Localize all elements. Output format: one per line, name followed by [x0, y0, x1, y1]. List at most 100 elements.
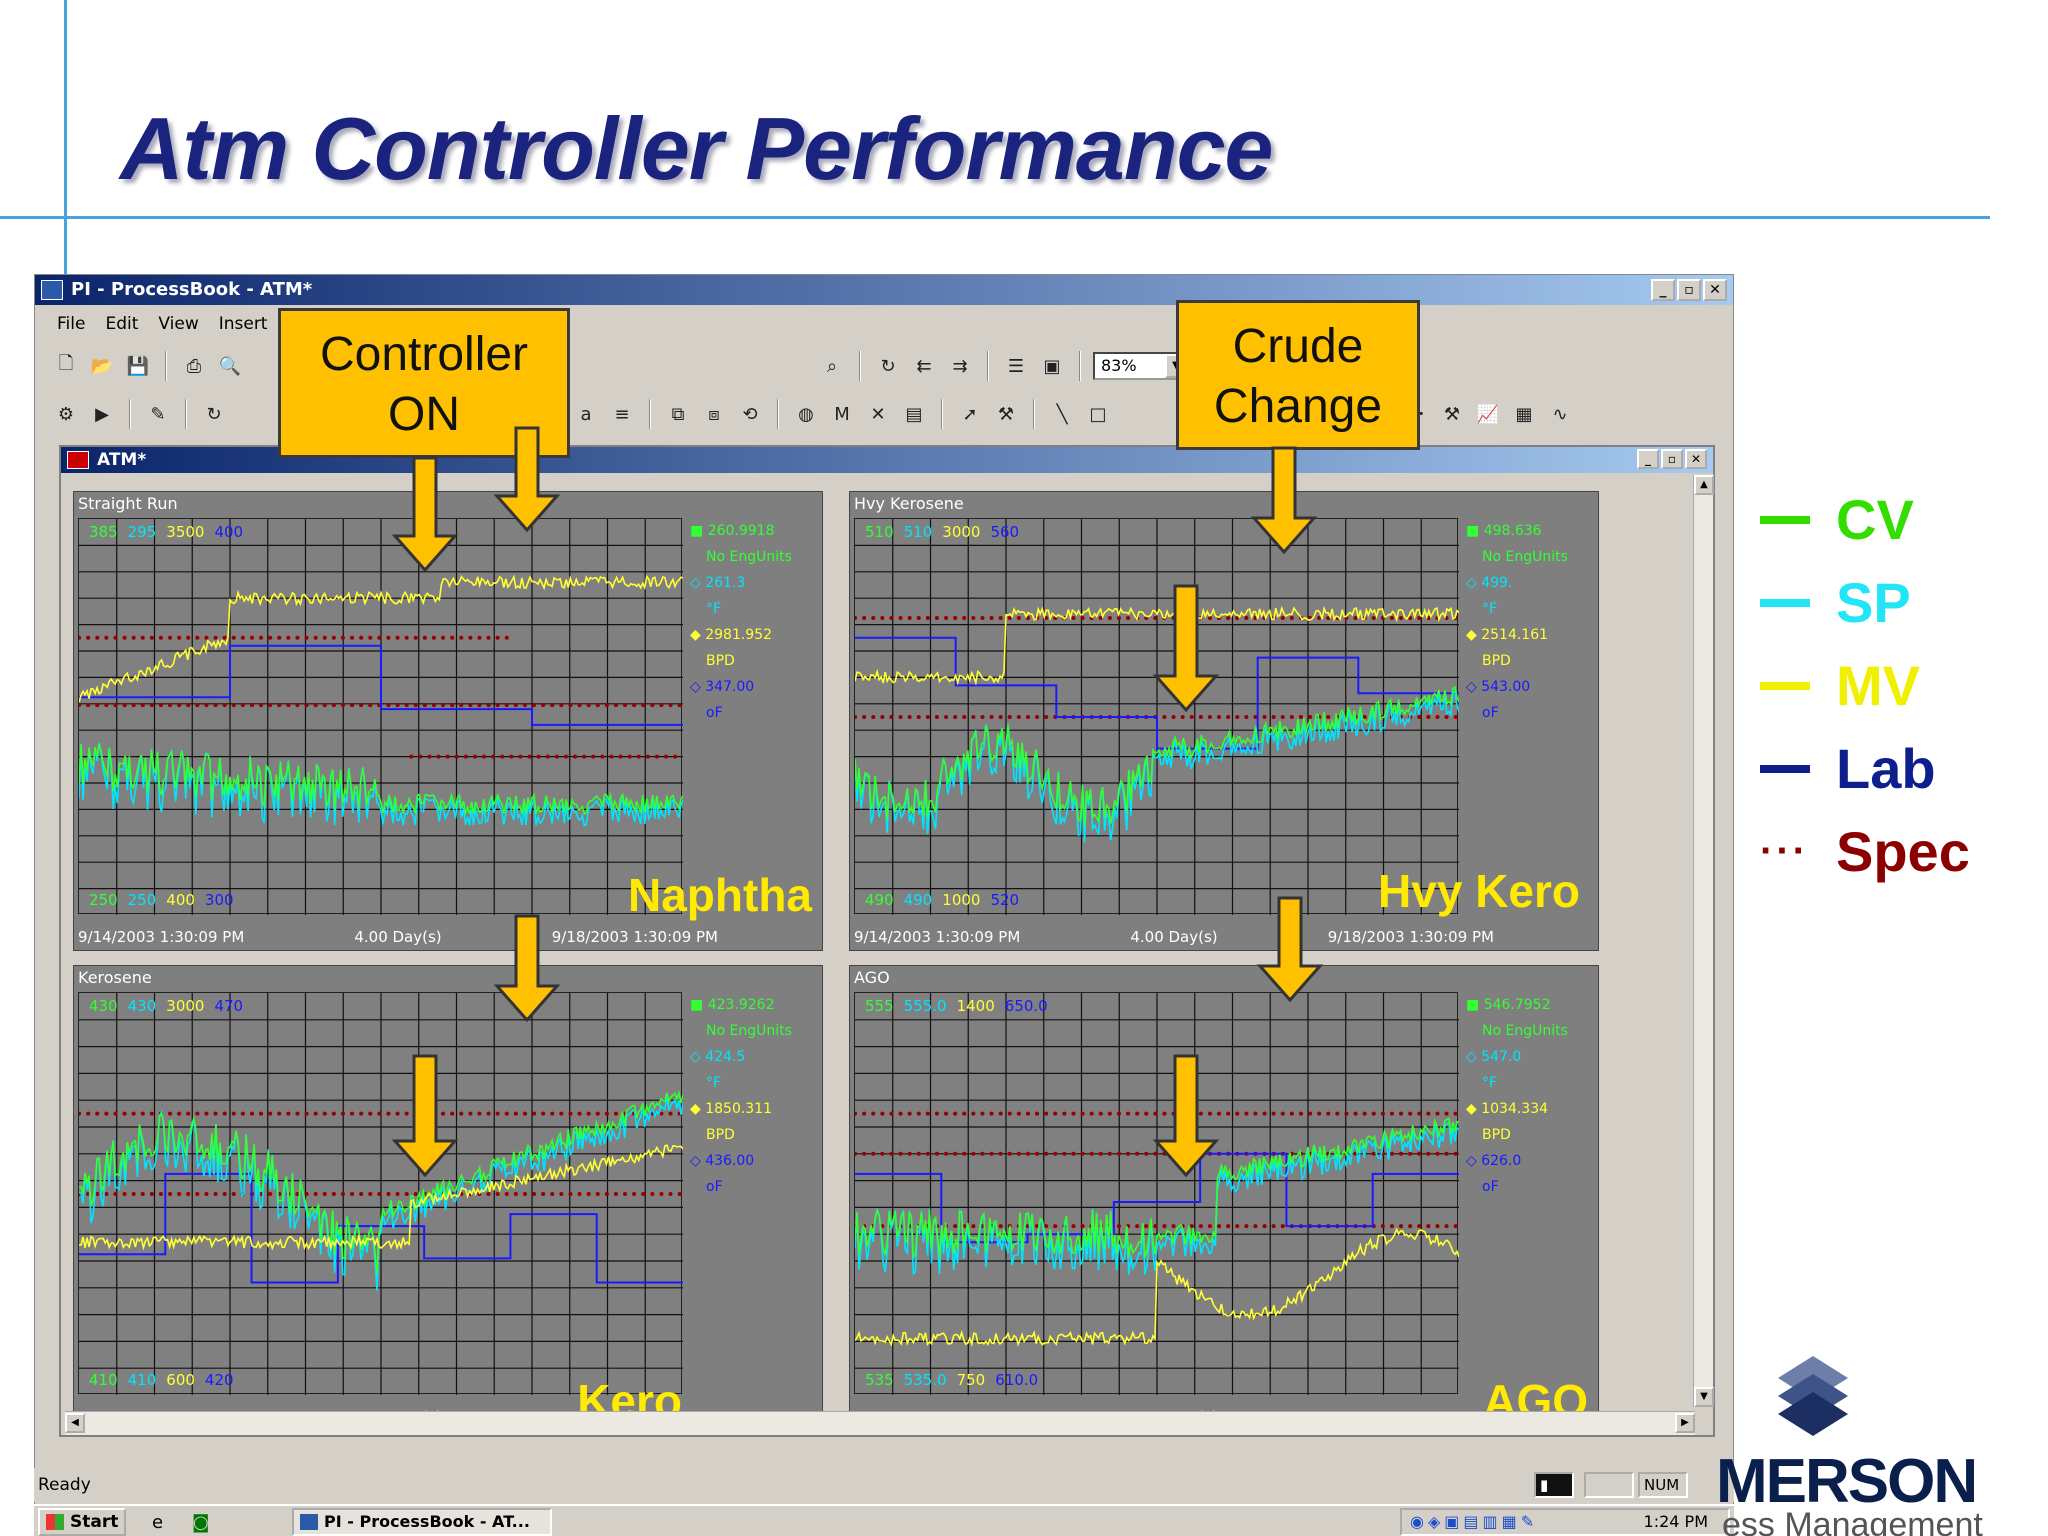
- minimize-button[interactable]: _: [1651, 279, 1675, 301]
- menu-file[interactable]: File: [57, 314, 86, 334]
- maximize-button[interactable]: ▫: [1677, 279, 1701, 301]
- taskbar-processbook-label: PI - ProcessBook - AT...: [324, 1512, 530, 1531]
- horizontal-scrollbar[interactable]: ◀ ▶: [65, 1411, 1695, 1435]
- legend-item: SP: [1760, 561, 1970, 644]
- current-value: °F: [706, 1075, 722, 1091]
- current-value: 1034.334: [1481, 1101, 1549, 1117]
- internet-explorer-icon[interactable]: e: [152, 1512, 164, 1533]
- print-icon[interactable]: ⎙: [186, 355, 202, 377]
- scale-label: 250: [127, 891, 157, 909]
- build-icon[interactable]: ⚙: [57, 403, 75, 425]
- legend-item: CV: [1760, 478, 1970, 561]
- windows-flag-icon: [46, 1514, 64, 1530]
- refresh-icon[interactable]: ↻: [206, 403, 222, 425]
- ungroup-icon[interactable]: ⧈: [708, 403, 720, 425]
- rectangle-tool-icon[interactable]: □: [1089, 403, 1107, 425]
- legend-label: SP: [1836, 571, 1911, 634]
- legend-label: Spec: [1836, 820, 1970, 883]
- color-palette-icon[interactable]: ◍: [798, 403, 814, 425]
- status-num: NUM: [1638, 1472, 1688, 1498]
- menu-insert[interactable]: Insert: [218, 314, 268, 334]
- current-value: BPD: [706, 653, 735, 669]
- mirror-icon[interactable]: M: [834, 403, 850, 425]
- trend-svg: [79, 519, 683, 915]
- save-icon[interactable]: 💾: [126, 355, 150, 377]
- app-titlebar[interactable]: PI - ProcessBook - ATM* _ ▫ ✕: [35, 275, 1733, 305]
- taskbar-processbook[interactable]: PI - ProcessBook - AT...: [292, 1508, 552, 1536]
- print-preview-icon[interactable]: 🔍: [218, 355, 242, 377]
- run-icon[interactable]: ▶: [95, 403, 109, 425]
- status-text: Ready: [38, 1475, 91, 1495]
- cv-series: [79, 743, 683, 817]
- delete-icon[interactable]: ✕: [870, 403, 886, 425]
- vertical-scrollbar[interactable]: ▲ ▼: [1693, 475, 1714, 1407]
- line-tool-icon[interactable]: ╲: [1056, 403, 1068, 425]
- tools-icon[interactable]: ⚒: [1443, 403, 1461, 425]
- scroll-up-icon[interactable]: ▲: [1694, 475, 1714, 495]
- open-folder-icon[interactable]: 📂: [90, 355, 114, 377]
- scale-label: 400: [214, 523, 244, 541]
- properties-icon[interactable]: ▤: [905, 403, 923, 425]
- find-icon[interactable]: ⌕: [826, 355, 838, 377]
- window-icon[interactable]: ▣: [1043, 355, 1061, 377]
- back-icon[interactable]: ⇇: [916, 355, 932, 377]
- chart-edit-icon[interactable]: ✎: [150, 403, 166, 425]
- scale-label: 470: [214, 997, 244, 1015]
- quicklaunch-icon[interactable]: ◙: [192, 1512, 210, 1533]
- new-file-icon[interactable]: 🗋: [58, 353, 74, 374]
- doc-maximize-button[interactable]: ▫: [1661, 449, 1683, 469]
- trend-icon[interactable]: 📈: [1476, 403, 1500, 425]
- doc-minimize-button[interactable]: _: [1637, 449, 1659, 469]
- current-value: 260.9918: [707, 523, 775, 539]
- close-button[interactable]: ✕: [1703, 279, 1727, 301]
- document-titlebar[interactable]: ATM* _ ▫ ✕: [61, 447, 1713, 473]
- scale-label: 420: [204, 1371, 234, 1389]
- scroll-left-icon[interactable]: ◀: [65, 1413, 85, 1433]
- app-title: PI - ProcessBook - ATM*: [71, 279, 313, 300]
- menu-edit[interactable]: Edit: [105, 314, 139, 334]
- current-value: 436.00: [705, 1153, 755, 1169]
- select-arrow-icon[interactable]: ➚: [962, 403, 978, 425]
- group-icon[interactable]: ⧉: [671, 403, 685, 425]
- emerson-logo-icon: [1778, 1356, 1848, 1436]
- start-button[interactable]: Start: [38, 1508, 126, 1536]
- slide-horizontal-rule: [0, 216, 1990, 219]
- text-icon[interactable]: a: [580, 403, 592, 425]
- current-value: 498.636: [1483, 523, 1542, 539]
- menu-view[interactable]: View: [158, 314, 199, 334]
- scale-label: 490: [903, 891, 933, 909]
- trend-svg: [855, 519, 1459, 915]
- zoom-select[interactable]: 83% ▼: [1093, 352, 1189, 380]
- sqc-icon[interactable]: ∿: [1552, 403, 1568, 425]
- scale-label: 295: [127, 523, 157, 541]
- refresh-icon[interactable]: ↻: [880, 355, 896, 377]
- current-value: 347.00: [705, 679, 755, 695]
- dataset-icon[interactable]: ▦: [1515, 403, 1533, 425]
- align-icon[interactable]: ☰: [1007, 355, 1025, 377]
- hammer-icon[interactable]: ⚒: [997, 403, 1015, 425]
- legend-label: CV: [1836, 488, 1914, 551]
- forward-icon[interactable]: ⇉: [952, 355, 968, 377]
- line-weight-icon[interactable]: ≡: [614, 403, 630, 425]
- doc-close-button[interactable]: ✕: [1685, 449, 1707, 469]
- current-value: BPD: [1482, 1127, 1511, 1143]
- scroll-down-icon[interactable]: ▼: [1694, 1387, 1714, 1407]
- rotate-icon[interactable]: ⟲: [742, 403, 758, 425]
- tray-icons[interactable]: ◉◈▣▤▥▦✎: [1410, 1512, 1539, 1531]
- scroll-right-icon[interactable]: ▶: [1675, 1413, 1695, 1433]
